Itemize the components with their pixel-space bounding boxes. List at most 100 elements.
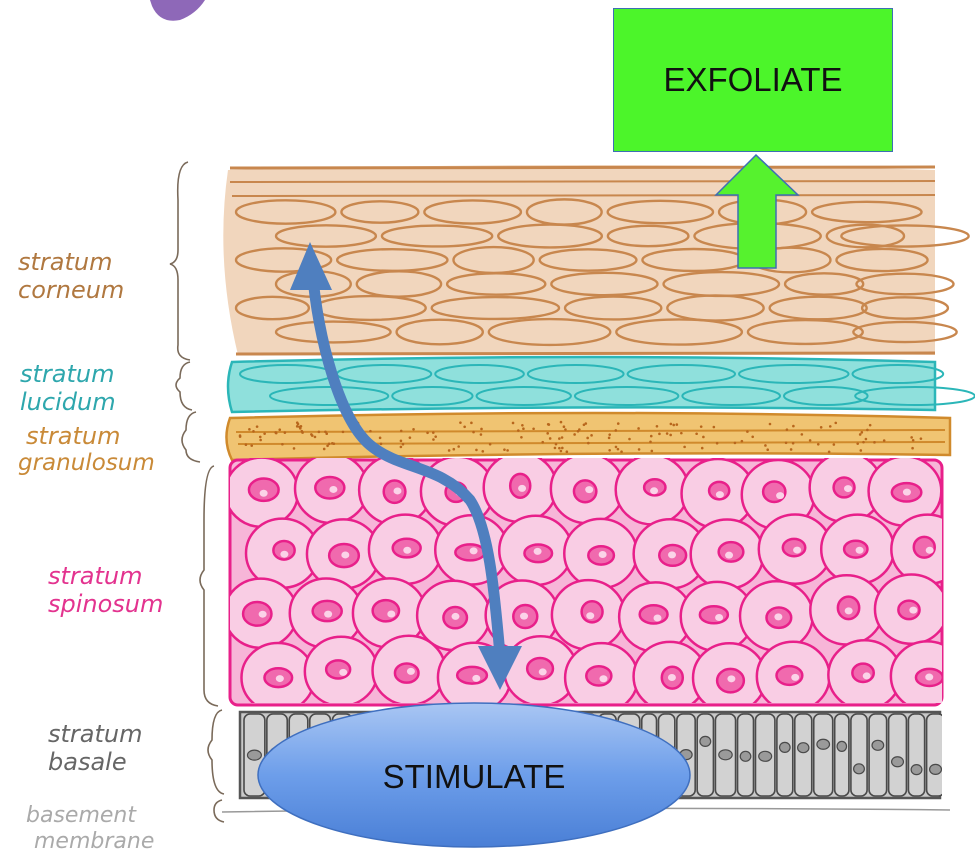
spinosum-nucleolus [926, 547, 934, 554]
spinosum-nucleolus [727, 675, 735, 682]
granule-dot [680, 432, 683, 435]
granule-dot [716, 442, 719, 445]
spinosum-nucleolus [407, 668, 415, 675]
spinosum-nucleolus [324, 611, 332, 618]
granule-dot [586, 437, 589, 440]
spinosum-nucleolus [791, 674, 799, 681]
stimulate-label: STIMULATE [383, 758, 566, 795]
granule-dot [620, 450, 623, 453]
spinosum-nucleolus [470, 547, 478, 554]
spinosum-layer [224, 453, 964, 713]
granule-dot [910, 436, 913, 439]
label-spinosum-2: spinosum [48, 590, 163, 618]
spinosum-nucleus [326, 660, 350, 678]
granule-dot [649, 441, 652, 444]
granule-dot [861, 431, 864, 434]
granule-dot [512, 422, 515, 425]
spinosum-nucleolus [653, 614, 661, 621]
exfoliate-box: EXFOLIATE [613, 8, 893, 152]
spinosum-nucleolus [586, 612, 594, 619]
granule-dot [400, 446, 403, 449]
granule-dot [400, 430, 403, 433]
granule-dot [734, 442, 737, 445]
granule-dot [426, 431, 429, 434]
granule-dot [558, 437, 561, 440]
spinosum-nucleolus [472, 675, 480, 682]
label-corneum-2: corneum [18, 276, 124, 304]
basale-nucleus [719, 750, 732, 760]
label-corneum-1: stratum [18, 248, 113, 276]
spinosum-nucleolus [903, 489, 911, 496]
spinosum-nucleolus [276, 675, 284, 682]
spinosum-nucleolus [776, 492, 784, 499]
basale-nucleus [247, 750, 261, 760]
granule-dot [517, 429, 520, 432]
granule-dot [432, 438, 435, 441]
spinosum-nucleus [852, 664, 873, 682]
spinosum-nucleolus [715, 614, 723, 621]
granule-dot [695, 432, 698, 435]
basale-nucleus [837, 741, 846, 751]
spinosum-nucleus [719, 542, 744, 562]
granule-dot [452, 448, 455, 451]
layer-braces [170, 162, 224, 822]
spinosum-nucleus [243, 602, 271, 626]
granule-dot [323, 448, 326, 451]
granule-dot [865, 438, 868, 441]
spinosum-nucleus [586, 666, 611, 685]
granule-dot [284, 431, 287, 434]
granule-dot [656, 425, 659, 428]
granule-dot [683, 446, 686, 449]
basale-nucleus [817, 739, 830, 749]
granule-dot [293, 447, 296, 450]
spinosum-nucleolus [329, 486, 337, 493]
granule-dot [820, 426, 823, 429]
granule-dot [792, 442, 795, 445]
spinosum-nucleolus [725, 552, 733, 559]
granule-dot [561, 447, 564, 450]
granule-dot [541, 441, 544, 444]
label-granulosum-1: stratum [26, 422, 121, 450]
spinosum-nucleolus [716, 491, 724, 498]
granule-dot [379, 437, 382, 440]
granule-dot [532, 427, 535, 430]
granule-dot [628, 438, 631, 441]
granule-dot [558, 447, 561, 450]
spinosum-nucleolus [341, 551, 349, 558]
spinosum-nucleolus [280, 551, 288, 558]
granule-dot [480, 433, 483, 436]
basale-nucleus [911, 765, 922, 775]
granule-dot [448, 449, 451, 452]
basale-cell [889, 714, 907, 796]
granule-dot [792, 425, 795, 428]
granule-dot [256, 425, 259, 428]
granule-dot [651, 450, 654, 453]
granule-dot [702, 436, 705, 439]
granule-dot [666, 432, 669, 435]
spinosum-nucleus [763, 481, 785, 502]
granulosum-layer [226, 413, 950, 460]
spinosum-nucleolus [668, 674, 676, 681]
basale-cell [814, 714, 833, 796]
spinosum-nucleolus [520, 613, 528, 620]
basale-nucleus [780, 742, 791, 752]
granule-dot [342, 431, 345, 434]
spinosum-nucleus [700, 606, 728, 623]
granule-dot [459, 421, 462, 424]
basale-nucleus [930, 764, 942, 774]
granule-dot [883, 439, 886, 442]
granule-dot [615, 446, 618, 449]
spinosum-nucleus [315, 477, 344, 499]
basale-cell [869, 714, 887, 796]
basale-cell [908, 714, 924, 796]
spinosum-nucleolus [451, 613, 459, 620]
label-basale-2: basale [48, 748, 127, 776]
granule-dot [746, 430, 749, 433]
granule-dot [520, 436, 523, 439]
granule-dot [577, 430, 580, 433]
granule-dot [503, 448, 506, 451]
basale-cell [851, 714, 867, 796]
granule-dot [866, 429, 869, 432]
granule-dot [617, 422, 620, 425]
